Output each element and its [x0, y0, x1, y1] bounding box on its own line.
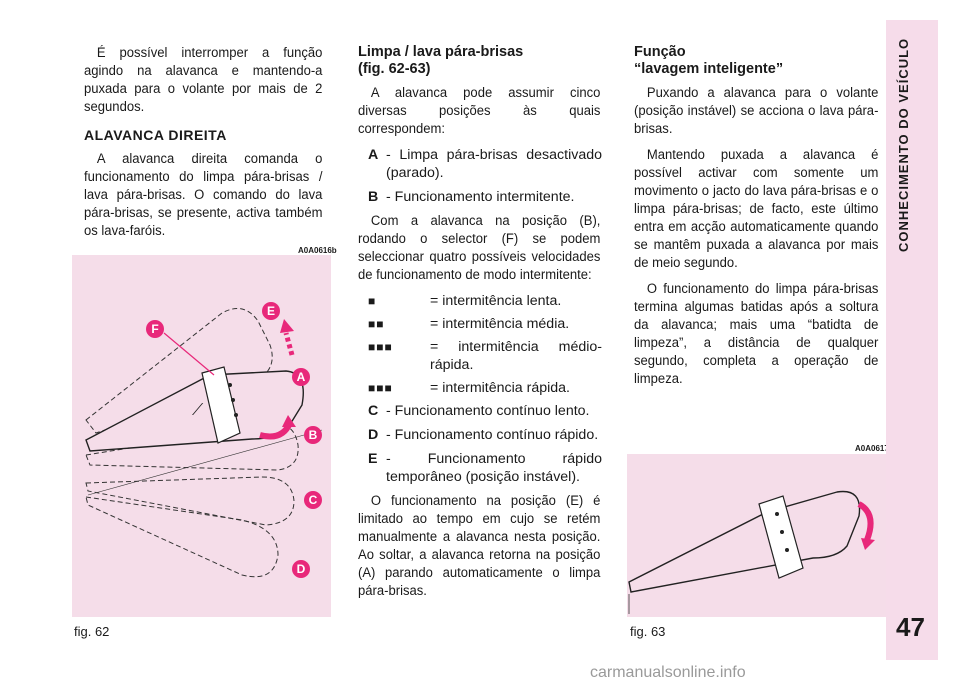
list-item: A - Limpa pára-brisas desactivado (parado… [358, 146, 602, 182]
list-item: B - Funcionamento intermitente. [358, 188, 602, 206]
heading-line: Limpa / lava pára-brisas [358, 44, 524, 60]
paragraph: Mantendo puxada a alavanca é possível ac… [634, 147, 879, 271]
text-column-3: Função “lavagem inteligente” Puxando a a… [634, 44, 880, 396]
item-text: - Limpa pára-brisas desactivado (parado)… [386, 147, 602, 181]
speed-row: ■■ = intermitência média. [368, 315, 602, 333]
speed-text: = intermitência médio-rápida. [430, 339, 602, 373]
paragraph: Puxando a alavanca para o volante (posiç… [634, 85, 879, 137]
paragraph: O funcionamento na posição (E) é limitad… [358, 493, 601, 599]
speed-symbol: ■■■ [368, 381, 393, 395]
paragraph: A alavanca pode assumir cinco diversas p… [358, 85, 601, 137]
stalk-positions-diagram: ⟋ [85, 308, 323, 578]
speed-row: ■ = intermitência lenta. [368, 292, 602, 310]
label-b: B [304, 426, 322, 444]
text-column-2: Limpa / lava pára-brisas (fig. 62-63) A … [358, 44, 602, 608]
figure-caption: fig. 63 [630, 624, 666, 639]
figure-code: A0A0617b [855, 444, 894, 453]
chapter-title: CONHECIMENTO DO VEÍCULO [896, 38, 911, 253]
item-text: - Funcionamento contínuo rápido. [386, 427, 599, 443]
figure-63 [627, 454, 886, 617]
speed-row: ■■■ = intermitência médio-rápida. [368, 338, 602, 374]
speed-symbol: ■■■ [368, 340, 393, 354]
item-key: B [368, 189, 379, 205]
paragraph: É possível interromper a função agindo n… [84, 45, 323, 115]
label-c: C [304, 491, 322, 509]
list-item: D - Funcionamento contínuo rápido. [358, 426, 602, 444]
section-heading: Limpa / lava pára-brisas (fig. 62-63) [358, 44, 602, 78]
item-text: - Funcionamento contínuo lento. [386, 403, 590, 419]
item-key: A [368, 147, 379, 163]
label-d: D [292, 560, 310, 578]
label-a: A [292, 368, 310, 386]
figure-62: ⟋ E F A B C D [72, 255, 331, 617]
item-key: C [368, 403, 379, 419]
section-heading: Função “lavagem inteligente” [634, 44, 880, 78]
text-column-1: É possível interromper a função agindo n… [84, 44, 324, 248]
figure-caption: fig. 62 [74, 624, 110, 639]
item-text: - Funcionamento intermitente. [386, 189, 575, 205]
watermark: carmanualsonline.info [590, 664, 746, 681]
stalk-diagram [628, 490, 875, 614]
speed-text: = intermitência lenta. [430, 293, 562, 309]
heading-line: “lavagem inteligente” [634, 61, 784, 77]
label-f: F [146, 320, 164, 338]
list-item: C - Funcionamento contínuo lento. [358, 402, 602, 420]
speed-row: ■■■ = intermitência rápida. [368, 379, 602, 397]
paragraph: Com a alavanca na posição (B), rodando o… [358, 213, 601, 283]
paragraph: A alavanca direita comanda o funcionamen… [84, 151, 323, 239]
speed-symbol: ■■ [368, 317, 385, 331]
section-heading: ALAVANCA DIREITA [84, 127, 227, 143]
page-number: 47 [896, 612, 925, 642]
svg-text:⟋: ⟋ [192, 400, 204, 419]
list-item: E - Funcionamento rápido temporâneo (posi… [358, 450, 602, 486]
speed-text: = intermitência média. [430, 316, 570, 332]
item-key: E [368, 451, 378, 467]
speed-symbol: ■ [368, 294, 377, 308]
item-key: D [368, 427, 379, 443]
item-text: - Funcionamento rápido temporâneo (posiç… [386, 451, 602, 485]
label-e: E [262, 302, 280, 320]
chapter-sidebar: CONHECIMENTO DO VEÍCULO [886, 20, 938, 660]
speed-text: = intermitência rápida. [430, 380, 570, 396]
paragraph: O funcionamento do limpa pára-brisas ter… [634, 281, 879, 387]
figure-code: A0A0616b [298, 246, 337, 255]
heading-line: (fig. 62-63) [358, 61, 431, 77]
heading-line: Função [634, 44, 686, 60]
